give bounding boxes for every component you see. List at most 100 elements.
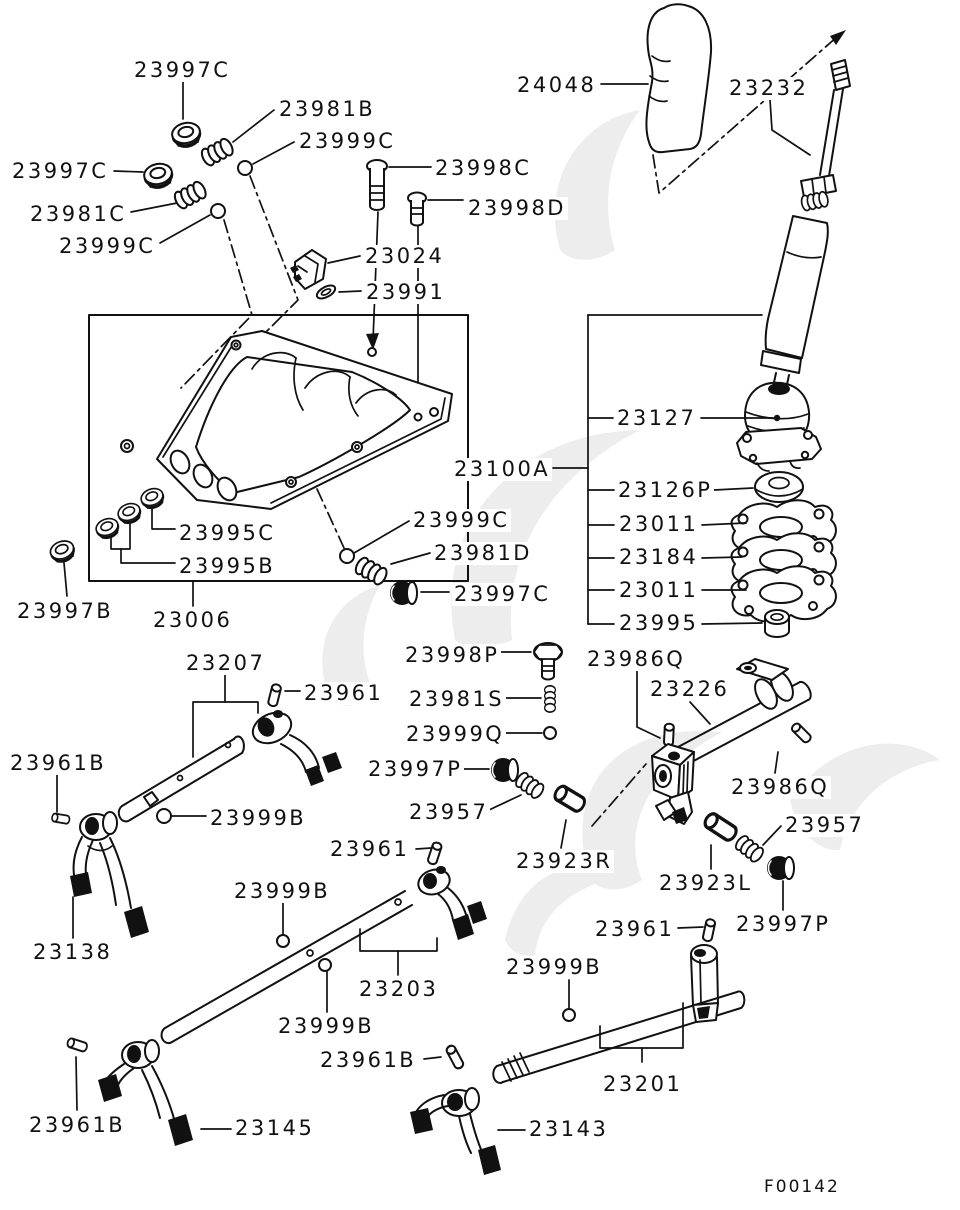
- part-label-23961b: 23961B: [318, 1048, 419, 1072]
- part-label-23127: 23127: [615, 406, 699, 430]
- ball-23999b-upper-mid: [276, 934, 290, 948]
- part-label-23997p: 23997P: [734, 912, 833, 936]
- assembly-dash-line: [230, 175, 299, 368]
- plug-23997c: [390, 581, 418, 605]
- pin-23961b-bottomleft: [65, 1036, 90, 1054]
- lever-collar: [800, 174, 837, 198]
- fork-on-23207: [251, 710, 342, 786]
- part-label-23100a: 23100A: [452, 457, 553, 481]
- lever-ball-joint: [736, 381, 822, 472]
- part-label-23923r: 23923R: [514, 849, 615, 873]
- lever-body: [760, 215, 829, 395]
- part-label-23998p: 23998P: [403, 643, 502, 667]
- part-label-23138: 23138: [31, 940, 115, 964]
- mid-small-parts: [339, 520, 450, 605]
- bolt-23998p: [533, 642, 563, 681]
- part-label-24048: 24048: [515, 73, 599, 97]
- part-label-23986q: 23986Q: [585, 647, 688, 671]
- ball-23999b-right: [562, 1008, 576, 1022]
- part-label-23997p: 23997P: [366, 757, 465, 781]
- part-label-23145: 23145: [233, 1116, 317, 1140]
- bushing-23997b: [47, 537, 79, 566]
- part-label-23999q: 23999Q: [404, 722, 507, 746]
- bushing-23995: [764, 609, 790, 638]
- holder-on-23201: [690, 944, 719, 1023]
- part-label-23998c: 23998C: [433, 156, 534, 180]
- ball-23999c-2: [210, 203, 226, 219]
- part-label-23961b: 23961B: [8, 751, 109, 775]
- part-label-23011: 23011: [617, 578, 701, 602]
- switch-23024: [290, 249, 327, 290]
- lever-threaded-tip: [830, 59, 851, 91]
- pin-23986q-right: [789, 720, 814, 745]
- part-label-23999b: 23999B: [232, 879, 333, 903]
- part-label-23986q: 23986Q: [729, 775, 832, 799]
- part-label-23998d: 23998D: [466, 196, 568, 220]
- fork-23145: [65, 1036, 232, 1146]
- fork-on-23203: [417, 866, 487, 940]
- part-label-23991: 23991: [364, 280, 448, 304]
- pin-23961-top: [266, 682, 283, 709]
- part-label-23203: 23203: [357, 977, 441, 1001]
- part-label-23011: 23011: [617, 512, 701, 536]
- part-label-23995c: 23995C: [177, 521, 278, 545]
- part-label-23999b: 23999B: [208, 806, 309, 830]
- part-label-23981c: 23981C: [28, 202, 129, 226]
- fork-23138: [70, 811, 149, 939]
- part-label-23999b: 23999B: [504, 955, 605, 979]
- ball-23999b-left: [156, 808, 172, 824]
- pin-23961-right: [701, 917, 717, 943]
- rail-23203-group: [160, 840, 487, 1071]
- part-label-23997c: 23997C: [132, 58, 233, 82]
- rail-arm: [736, 658, 789, 681]
- part-label-f00142: F00142: [762, 1177, 842, 1197]
- gasket-stack-drawing: [730, 471, 837, 638]
- arrow-down: [366, 333, 379, 350]
- part-label-23961: 23961: [328, 837, 412, 861]
- part-label-23961: 23961: [302, 681, 386, 705]
- part-label-23997b: 23997B: [15, 599, 116, 623]
- ball-23999c-3: [339, 548, 355, 564]
- part-label-23126p: 23126P: [616, 478, 715, 502]
- cover-23006-drawing: [120, 330, 453, 510]
- pin-23961b-mid: [444, 1043, 466, 1071]
- part-label-23961: 23961: [593, 917, 677, 941]
- pin-23923r: [550, 782, 589, 815]
- part-label-23207: 23207: [184, 651, 268, 675]
- bolt-23998c: [366, 159, 388, 211]
- pin-23961-mid: [426, 840, 444, 867]
- plug-23997p-right: [767, 856, 795, 880]
- part-label-23143: 23143: [527, 1117, 611, 1141]
- part-label-23232: 23232: [727, 76, 811, 100]
- part-label-23201: 23201: [601, 1072, 685, 1096]
- dust-cover-23126p: [754, 471, 804, 503]
- spring-23957-right: [732, 832, 767, 865]
- part-label-23999c: 23999C: [411, 508, 512, 532]
- part-label-23997c: 23997C: [452, 582, 553, 606]
- part-label-23995: 23995: [617, 611, 701, 635]
- part-label-23981d: 23981D: [432, 541, 534, 565]
- mid-fastener-column: [458, 642, 589, 849]
- control-cover-box-23006: [47, 314, 469, 607]
- pin-23986q-left: [662, 722, 675, 747]
- ball-23999b-lower-mid: [318, 958, 332, 972]
- part-label-23957: 23957: [783, 813, 867, 837]
- rail-23207-group: [50, 671, 342, 826]
- spring-23981b: [198, 135, 237, 169]
- part-label-23184: 23184: [617, 545, 701, 569]
- part-label-23997c: 23997C: [10, 159, 111, 183]
- shift-knob-24048-drawing: [600, 3, 846, 194]
- part-label-23923l: 23923L: [657, 871, 755, 895]
- selector-block-23226: [651, 743, 695, 825]
- part-label-23006: 23006: [151, 608, 235, 632]
- part-label-23999b: 23999B: [276, 1014, 377, 1038]
- spring-23981s: [543, 684, 557, 713]
- ball-23999c-1: [237, 160, 253, 176]
- bolt-23998d: [407, 191, 427, 227]
- shift-lever-23232-drawing: [736, 59, 851, 472]
- assembly-bracket-23100a: [552, 314, 781, 625]
- part-label-23995b: 23995B: [177, 554, 278, 578]
- part-label-23961b: 23961B: [27, 1113, 128, 1137]
